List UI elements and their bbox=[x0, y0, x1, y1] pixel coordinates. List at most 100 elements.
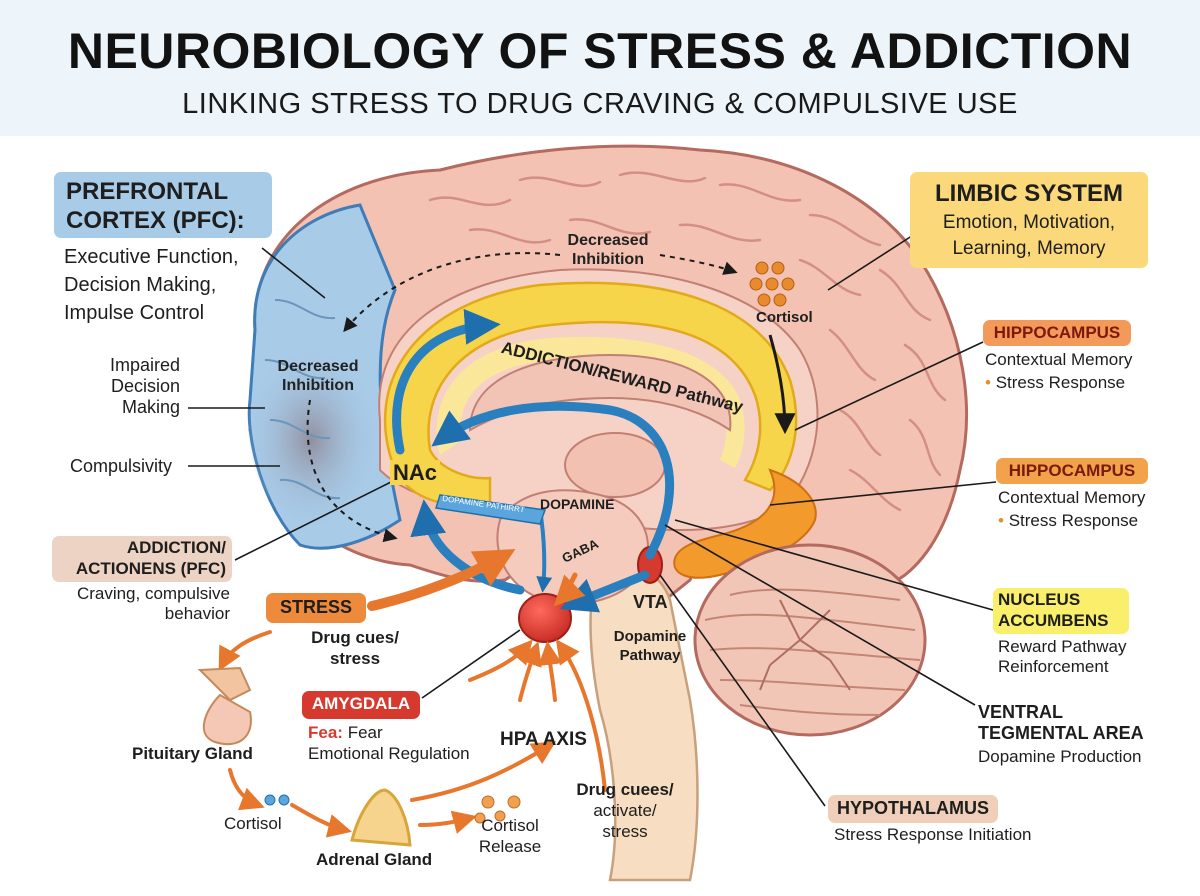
nacc-title-line2: ACCUMBENS bbox=[998, 611, 1109, 630]
hippocampus-1-desc2-line: • Stress Response bbox=[985, 373, 1125, 393]
amygdala-shape bbox=[518, 593, 572, 643]
cortisol-dot bbox=[278, 794, 290, 806]
adrenal-gland-shape bbox=[350, 788, 412, 847]
compulsivity-label: Compulsivity bbox=[70, 456, 173, 476]
arrow-inhibition-to-pfc bbox=[343, 252, 561, 333]
nac-label: NAc bbox=[390, 460, 441, 486]
hypothalamus-title: HYPOTHALAMUS bbox=[837, 798, 989, 818]
nacc-label-box bbox=[993, 588, 1129, 634]
addiction-title-line1: ADDICTION/ bbox=[126, 538, 226, 557]
page-subtitle: LINKING STRESS TO DRUG CRAVING & COMPULS… bbox=[182, 88, 1018, 120]
limbic-title: LIMBIC SYSTEM bbox=[934, 180, 1123, 207]
dopamine-pathway-line1: Dopamine bbox=[613, 628, 687, 645]
hippocampus-1-title: HIPPOCAMPUS bbox=[993, 323, 1121, 342]
bullet-icon: • bbox=[998, 511, 1004, 530]
pfc-shading bbox=[248, 335, 388, 525]
page-title: NEUROBIOLOGY OF STRESS & ADDICTION bbox=[67, 23, 1133, 79]
amygdala-label-box bbox=[302, 691, 420, 719]
impaired-line1: Impaired bbox=[109, 355, 180, 375]
limbic-desc-line2: Learning, Memory bbox=[952, 238, 1106, 259]
vta-title-line1: VENTRAL bbox=[978, 702, 1063, 722]
dopamine-banner-strip bbox=[435, 494, 547, 525]
amygdala-fear-text: Fear bbox=[342, 723, 383, 742]
pfc-desc-line1: Executive Function, bbox=[64, 246, 239, 268]
hippocampus-2-box bbox=[996, 458, 1148, 484]
vta-desc: Dopamine Production bbox=[978, 747, 1142, 766]
hippocampus-2-desc2-line: • Stress Response bbox=[998, 511, 1138, 531]
adrenal-label: Adrenal Gland bbox=[316, 850, 433, 869]
pfc-desc-line2: Decision Making, bbox=[64, 274, 217, 296]
hypothalamus-desc: Stress Response Initiation bbox=[834, 825, 1032, 844]
arrow-inhibition-to-nac bbox=[306, 399, 398, 543]
cortisol-release-line2: Release bbox=[478, 837, 542, 856]
drug-cues-line2: stress bbox=[329, 649, 381, 668]
arrow-vta-to-nac bbox=[431, 401, 675, 560]
craving-line2: behavior bbox=[164, 604, 230, 623]
amygdala-fea-text: Fea: bbox=[308, 723, 343, 742]
thalamus bbox=[564, 432, 666, 498]
drug-cues-line1: Drug cues/ bbox=[311, 628, 399, 647]
pfc-title-line2: CORTEX (PFC): bbox=[66, 207, 245, 234]
hypothalamus-label-box bbox=[828, 795, 998, 823]
gyri-lines bbox=[428, 171, 947, 512]
pituitary-label: Pituitary Gland bbox=[132, 744, 253, 763]
pfc-gyri bbox=[264, 299, 341, 500]
nacc-desc-line2: Reinforcement bbox=[998, 657, 1109, 676]
arrow-stress-to-brain bbox=[367, 549, 516, 611]
amygdala-fear-line: Fea: Fear bbox=[308, 723, 383, 743]
cerebellum bbox=[693, 543, 927, 737]
decreased-inhibition-top-1: Decreased bbox=[567, 232, 649, 249]
pfc-desc-line3: Impulse Control bbox=[64, 302, 205, 324]
pituitary-gland-shape bbox=[197, 666, 252, 746]
drug-activate-line2: activate/ bbox=[593, 801, 657, 820]
hippocampus-1-desc1: Contextual Memory bbox=[985, 350, 1133, 369]
nacc-title-line1: NUCLEUS bbox=[998, 590, 1081, 609]
impaired-line3: Making bbox=[121, 397, 180, 417]
inhibition-arrows bbox=[306, 252, 738, 543]
pfc-title-line1: PREFRONTAL bbox=[66, 178, 229, 205]
addiction-label-box bbox=[52, 536, 232, 582]
dopamine-label: DOPAMINE bbox=[540, 496, 615, 512]
limbic-label-box bbox=[910, 172, 1148, 268]
dopamine-pathway-line2: Pathway bbox=[619, 647, 681, 664]
cortisol-brain-label: Cortisol bbox=[756, 309, 813, 326]
nacc-desc-line1: Reward Pathway bbox=[998, 637, 1127, 656]
impaired-line2: Decision bbox=[110, 376, 180, 396]
amygdala-regulation: Emotional Regulation bbox=[308, 744, 470, 763]
decreased-inhibition-mid-2: Inhibition bbox=[282, 377, 354, 394]
hippocampus-2-desc1: Contextual Memory bbox=[998, 488, 1146, 507]
brainstem bbox=[589, 558, 699, 882]
leader-lines bbox=[188, 231, 997, 807]
amygdala-label: AMYGDALA bbox=[311, 694, 411, 713]
stress-label-box bbox=[266, 593, 366, 623]
addiction-title-line2: ACTIONENS (PFC) bbox=[75, 559, 226, 578]
corpus-callosum bbox=[468, 353, 732, 432]
cortisol-dot bbox=[264, 794, 276, 806]
hippocampus-1-box bbox=[983, 320, 1131, 346]
stress-label: STRESS bbox=[279, 597, 353, 617]
arrow-nac-to-pathway bbox=[392, 308, 501, 455]
craving-line1: Craving, compulsive bbox=[76, 584, 230, 603]
stress-arrows bbox=[218, 549, 607, 838]
arrow-inhibition-to-limbic bbox=[659, 254, 738, 275]
vta-title-line2: TEGMENTAL AREA bbox=[978, 723, 1144, 743]
arrow-cortisol-down bbox=[768, 334, 796, 435]
cortisol-label-left: Cortisol bbox=[224, 814, 282, 833]
hippocampus-1-desc2: Stress Response bbox=[995, 373, 1126, 392]
limbic-desc-line1: Emotion, Motivation, bbox=[942, 212, 1116, 233]
decreased-inhibition-top-2: Inhibition bbox=[572, 251, 644, 268]
arrow-gaba bbox=[553, 572, 586, 607]
cortisol-release-dots bbox=[474, 795, 521, 824]
bullet-icon: • bbox=[985, 373, 991, 392]
pfc-label-box bbox=[54, 172, 272, 238]
hippocampus-2-desc2: Stress Response bbox=[1008, 511, 1139, 530]
decreased-inhibition-mid-1: Decreased bbox=[277, 358, 359, 375]
drug-activate-line1: Drug cuees/ bbox=[576, 780, 674, 799]
cortisol-dots-brain bbox=[749, 261, 795, 307]
header-band bbox=[0, 0, 1200, 136]
vta-label: VTA bbox=[633, 592, 668, 612]
cortisol-release-line1: Cortisol bbox=[481, 816, 539, 835]
drug-activate-line3: stress bbox=[602, 822, 648, 841]
